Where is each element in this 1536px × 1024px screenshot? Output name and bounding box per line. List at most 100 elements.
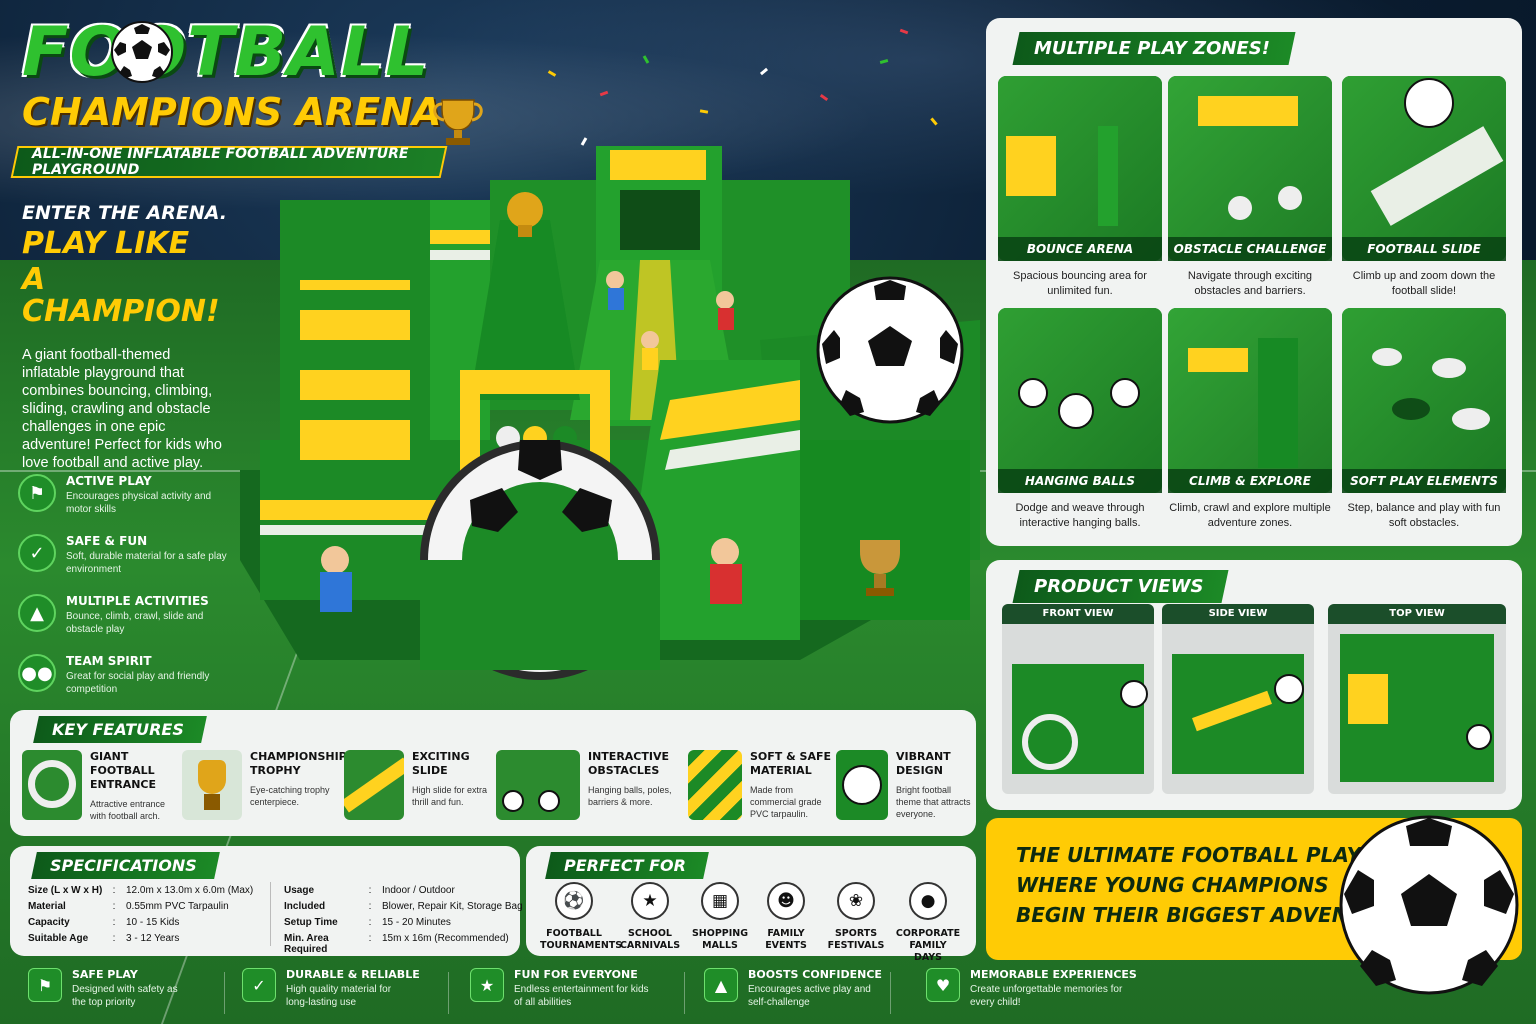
family-icon: ☻ <box>767 882 805 920</box>
perfect-for-label: SCHOOL CARNIVALS <box>619 928 681 951</box>
view-label: FRONT VIEW <box>1002 604 1154 624</box>
bottom-benefit-desc: High quality material for long-lasting u… <box>286 984 392 1008</box>
benefit-item: ⚑ ACTIVE PLAY Encourages physical activi… <box>18 474 228 516</box>
feature-exciting-slide: EXCITING SLIDE High slide for extra thri… <box>344 750 496 820</box>
benefit-title: SAFE & FUN <box>66 534 148 548</box>
big-football-icon <box>1339 815 1519 995</box>
football-slide-image <box>1342 76 1506 261</box>
obstacle-challenge-image <box>1168 76 1332 261</box>
benefit-title: MULTIPLE ACTIVITIES <box>66 594 209 608</box>
bottom-benefit-desc: Designed with safety as the top priority <box>72 984 178 1008</box>
bottom-benefit-item: ▲ BOOSTS CONFIDENCE Encourages active pl… <box>704 968 882 1009</box>
perfect-for-item: ❀ SPORTS FESTIVALS <box>822 882 890 952</box>
feature-desc: Eye-catching trophy centerpiece. <box>250 785 330 807</box>
shield-check-icon: ✓ <box>18 534 56 572</box>
view-label: TOP VIEW <box>1328 604 1506 624</box>
play-zones-panel: MULTIPLE PLAY ZONES! BOUNCE ARENA Spacio… <box>986 18 1522 546</box>
zone-label: FOOTBALL SLIDE <box>1342 237 1506 261</box>
bottom-benefit-title: FUN FOR EVERYONE <box>514 968 638 981</box>
key-features-panel: KEY FEATURES <box>10 710 976 836</box>
hanging-balls-image <box>998 308 1162 493</box>
divider <box>890 972 891 1014</box>
zone-desc: Navigate through exciting obstacles and … <box>1187 270 1313 297</box>
feature-title: GIANT FOOTBALL ENTRANCE <box>90 750 156 791</box>
benefits-list: ⚑ ACTIVE PLAY Encourages physical activi… <box>18 474 228 714</box>
front-view-card: FRONT VIEW <box>1002 604 1154 794</box>
play-zones-title: MULTIPLE PLAY ZONES! <box>1012 32 1296 65</box>
intro-highlight-line1: PLAY LIKE <box>22 226 190 261</box>
climbing-icon: ▲ <box>18 594 56 632</box>
spec-key: Material <box>28 901 66 912</box>
zone-card-hanging-balls: HANGING BALLS Dodge and weave through in… <box>998 308 1162 531</box>
spec-row: Capacity : 10 - 15 Kids <box>28 917 180 928</box>
material-thumb <box>688 750 742 820</box>
perfect-for-label: FAMILY EVENTS <box>765 928 807 951</box>
zone-card-soft-play: SOFT PLAY ELEMENTS Step, balance and pla… <box>1342 308 1506 531</box>
durable-icon: ✓ <box>242 968 276 1002</box>
perfect-for-item: ▦ SHOPPING MALLS <box>686 882 754 952</box>
spec-row: Setup Time : 15 - 20 Minutes <box>284 917 451 928</box>
perfect-for-item: ⚽ FOOTBALL TOURNAMENTS <box>540 882 623 952</box>
zone-desc: Climb, crawl and explore multiple advent… <box>1169 502 1331 529</box>
perfect-for-label: FOOTBALL TOURNAMENTS <box>540 928 623 951</box>
football-icon: ⚽ <box>555 882 593 920</box>
bottom-benefit-item: ✓ DURABLE & RELIABLE High quality materi… <box>242 968 420 1009</box>
perfect-for-item: ☻ FAMILY EVENTS <box>752 882 820 952</box>
feature-title: VIBRANT DESIGN <box>896 750 951 777</box>
bottom-benefit-item: ★ FUN FOR EVERYONE Endless entertainment… <box>470 968 654 1009</box>
football-thumb <box>836 750 888 820</box>
spec-value: 15m x 16m (Recommended) <box>382 933 509 944</box>
spec-row: Material : 0.55mm PVC Tarpaulin <box>28 901 229 912</box>
spec-key: Size (L x W x H) <box>28 885 103 896</box>
zone-card-obstacle-challenge: OBSTACLE CHALLENGE Navigate through exci… <box>1168 76 1332 299</box>
hero-subtitle: CHAMPIONS ARENA <box>22 90 442 134</box>
benefit-desc: Bounce, climb, crawl, slide and obstacle… <box>66 611 204 635</box>
zone-desc: Spacious bouncing area for unlimited fun… <box>1013 270 1147 297</box>
team-icon: ●● <box>18 654 56 692</box>
perfect-for-label: SHOPPING MALLS <box>691 928 749 951</box>
corporate-icon: ● <box>909 882 947 920</box>
feature-title: CHAMPIONSHIP TROPHY <box>250 750 347 777</box>
benefit-title: TEAM SPIRIT <box>66 654 152 668</box>
bottom-benefit-title: MEMORABLE EXPERIENCES <box>970 968 1137 981</box>
spec-value: 3 - 12 Years <box>126 933 180 944</box>
zone-label: CLIMB & EXPLORE <box>1168 469 1332 493</box>
benefit-title: ACTIVE PLAY <box>66 474 152 488</box>
soft-play-image <box>1342 308 1506 493</box>
feature-interactive-obstacles: INTERACTIVE OBSTACLES Hanging balls, pol… <box>496 750 678 820</box>
spec-divider <box>270 882 271 946</box>
feature-desc: Bright football theme that attracts ever… <box>896 785 971 819</box>
climb-explore-image <box>1168 308 1332 493</box>
benefit-desc: Great for social play and friendly compe… <box>66 671 210 695</box>
side-view-card: SIDE VIEW <box>1162 604 1314 794</box>
feature-desc: Hanging balls, poles, barriers & more. <box>588 785 672 807</box>
spec-key: Min. Area Required <box>284 933 329 955</box>
spec-value: Blower, Repair Kit, Storage Bag <box>382 901 523 912</box>
key-features-title: KEY FEATURES <box>33 716 207 743</box>
zone-label: HANGING BALLS <box>998 469 1162 493</box>
view-label: SIDE VIEW <box>1162 604 1314 624</box>
zone-desc: Step, balance and play with fun soft obs… <box>1347 502 1501 529</box>
benefit-item: ▲ MULTIPLE ACTIVITIES Bounce, climb, cra… <box>18 594 228 636</box>
memorable-icon: ♥ <box>926 968 960 1002</box>
spec-row: Min. Area Required : 15m x 16m (Recommen… <box>284 933 509 955</box>
inflatable-arena-illustration <box>240 146 980 680</box>
bottom-benefit-title: DURABLE & RELIABLE <box>286 968 420 981</box>
feature-soft-safe-material: SOFT & SAFE MATERIAL Made from commercia… <box>688 750 834 820</box>
sports-icon: ❀ <box>837 882 875 920</box>
spec-value: 12.0m x 13.0m x 6.0m (Max) <box>126 885 254 896</box>
top-view-card: TOP VIEW <box>1328 604 1506 794</box>
perfect-for-panel: PERFECT FOR <box>526 846 976 956</box>
bottom-benefit-item: ⚑ SAFE PLAY Designed with safety as the … <box>28 968 192 1009</box>
spec-key: Setup Time <box>284 917 338 928</box>
benefit-desc: Soft, durable material for a safe play e… <box>66 551 227 575</box>
spec-key: Included <box>284 901 326 912</box>
safe-play-icon: ⚑ <box>28 968 62 1002</box>
perfect-for-title: PERFECT FOR <box>545 852 709 879</box>
bottom-benefit-title: SAFE PLAY <box>72 968 138 981</box>
feature-desc: High slide for extra thrill and fun. <box>412 785 488 807</box>
bottom-benefit-item: ♥ MEMORABLE EXPERIENCES Create unforgett… <box>926 968 1137 1009</box>
intro-section: ENTER THE ARENA. PLAY LIKE A CHAMPION! A… <box>22 202 232 472</box>
shopping-icon: ▦ <box>701 882 739 920</box>
running-person-icon: ⚑ <box>18 474 56 512</box>
